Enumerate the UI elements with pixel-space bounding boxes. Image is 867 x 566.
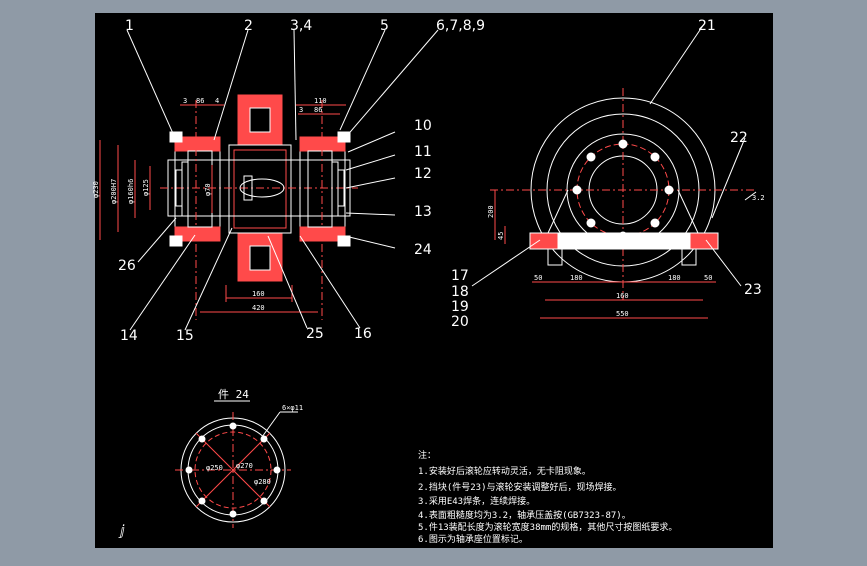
balloon-18: 18 xyxy=(451,284,469,300)
leader-lines xyxy=(126,23,746,331)
balloon-11: 11 xyxy=(414,144,432,160)
balloon-10: 10 xyxy=(414,118,432,134)
dim-180b: 180 xyxy=(668,274,681,282)
balloon-13: 13 xyxy=(414,204,432,220)
dim-phi200: φ200H7 xyxy=(110,179,118,204)
ucs-icon: ⅉ xyxy=(118,523,125,539)
dim-phi70: φ70 xyxy=(204,183,212,196)
end-view xyxy=(490,88,757,319)
dim-45: 45 xyxy=(497,232,505,240)
dim-180a: 180 xyxy=(570,274,583,282)
note-3: 3.采用E43焊条，连续焊接。 xyxy=(418,495,535,507)
balloon-5: 5 xyxy=(380,18,389,34)
part-24-view xyxy=(175,411,298,528)
balloon-12: 12 xyxy=(414,166,432,182)
balloon-15: 15 xyxy=(176,328,194,344)
dim-86b: 86 xyxy=(314,106,322,114)
technical-notes: 注： 1.安装好后滚轮应转动灵活，无卡阻现象。 2.挡块(件号23)与滚轮安装调… xyxy=(418,449,677,545)
part-24-title: 件 24 xyxy=(218,388,249,401)
notes-heading: 注： xyxy=(418,449,436,461)
balloon-17: 17 xyxy=(451,268,469,284)
dim-50b: 50 xyxy=(704,274,712,282)
note-1: 1.安装好后滚轮应转动灵活，无卡阻现象。 xyxy=(418,465,591,477)
balloon-22: 22 xyxy=(730,130,748,146)
note-6: 6.图示为轴承座位置标记。 xyxy=(418,533,528,545)
dim-roughness: 3.2 xyxy=(752,194,765,202)
dim-3a: 3 xyxy=(183,97,187,105)
balloon-3-4: 3,4 xyxy=(290,18,312,34)
balloon-6-9: 6,7,8,9 xyxy=(436,18,485,34)
dim-50a: 50 xyxy=(534,274,542,282)
dim-110: 110 xyxy=(314,97,327,105)
dim-p280: φ280 xyxy=(254,478,271,486)
balloon-23: 23 xyxy=(744,282,762,298)
balloon-20: 20 xyxy=(451,314,469,330)
note-2: 2.挡块(件号23)与滚轮安装调整好后，现场焊接。 xyxy=(418,481,622,493)
note-4: 4.表面粗糙度均为3.2，轴承压盖按(GB7323-87)。 xyxy=(418,509,631,521)
balloon-labels: 1 2 3,4 5 6,7,8,9 10 11 12 13 24 26 14 1… xyxy=(118,18,762,344)
note-5: 5.件13装配长度为滚轮宽度38mm的规格，其他尺寸按图纸要求。 xyxy=(418,521,677,533)
dim-86a: 86 xyxy=(196,97,204,105)
balloon-24: 24 xyxy=(414,242,432,258)
dim-160a: 160 xyxy=(252,290,265,298)
dim-hole-tag: 6×φ11 xyxy=(282,404,303,412)
balloon-14: 14 xyxy=(120,328,138,344)
wheel-hub xyxy=(228,144,292,234)
balloon-2: 2 xyxy=(244,18,253,34)
balloon-26: 26 xyxy=(118,258,136,274)
dim-phi168: φ160h6 xyxy=(127,179,135,204)
dimension-labels: 3 86 4 110 86 3 160 420 φ230 φ200H7 φ160… xyxy=(92,97,765,486)
section-view xyxy=(99,94,358,320)
dim-phi125: φ125 xyxy=(142,179,150,196)
dim-200: 200 xyxy=(487,205,495,218)
dim-4a: 4 xyxy=(215,97,219,105)
dim-420: 420 xyxy=(252,304,265,312)
balloon-16: 16 xyxy=(354,326,372,342)
balloon-25: 25 xyxy=(306,326,324,342)
dim-160b: 160 xyxy=(616,292,629,300)
balloon-21: 21 xyxy=(698,18,716,34)
balloon-1: 1 xyxy=(125,18,134,34)
balloon-19: 19 xyxy=(451,299,469,315)
dim-3b: 3 xyxy=(299,106,303,114)
dim-phi230: φ230 xyxy=(92,181,100,198)
dim-p250: φ250 xyxy=(206,464,223,472)
dim-550: 550 xyxy=(616,310,629,318)
dim-p270: φ270 xyxy=(236,462,253,470)
